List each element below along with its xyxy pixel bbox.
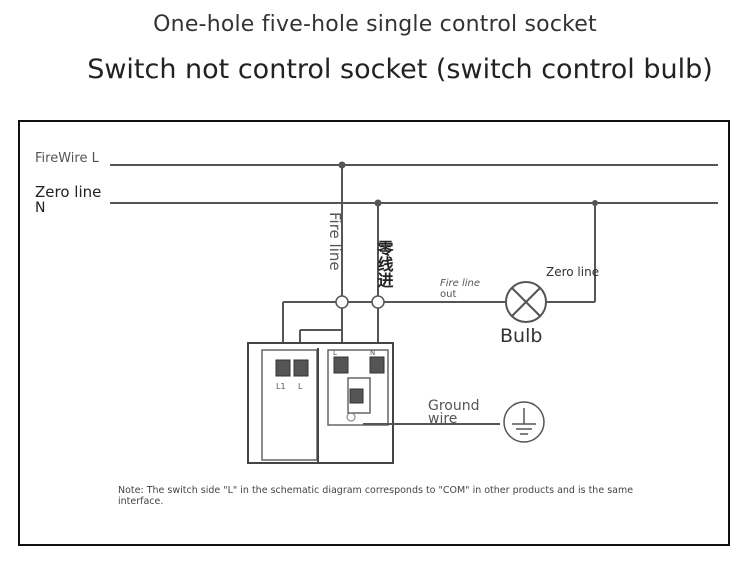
terminal-sock-l <box>333 356 349 374</box>
ground-sub-label: wire <box>428 411 457 427</box>
zero-line-bulb-label: Zero line <box>546 265 599 279</box>
fire-line-out-sub-label: out <box>440 289 456 300</box>
firewire-label: FireWire L <box>35 151 100 166</box>
zero-in-cn-label: 零线进 <box>375 240 395 288</box>
diagram-frame <box>18 120 730 546</box>
zero-line-label: Zero line <box>35 183 101 201</box>
terminal-l <box>293 359 309 377</box>
terminal-sock-l-label: L <box>333 349 337 357</box>
bulb-cross <box>511 287 541 317</box>
bulb-label: Bulb <box>500 325 542 347</box>
n-label: N <box>35 200 45 216</box>
note-text: Note: The switch side "L" in the schemat… <box>118 485 634 507</box>
terminal-ground <box>349 388 364 404</box>
diagram-subtitle: Switch not control socket (switch contro… <box>87 54 713 85</box>
fire-line-vertical-label: Fire line <box>326 212 344 271</box>
terminal-sock-n-label: N <box>370 349 375 357</box>
junction-dot <box>335 295 349 309</box>
ground-mark-icon <box>346 412 356 422</box>
terminal-l1 <box>275 359 291 377</box>
junction-dot <box>371 295 385 309</box>
diagram-title: One-hole five-hole single control socket <box>153 12 597 37</box>
fire-line-out-label: Fire line <box>440 278 480 289</box>
terminal-sock-n <box>369 356 385 374</box>
terminal-l-label: L <box>298 382 303 391</box>
terminal-l1-label: L1 <box>276 382 286 391</box>
ground-label: Ground <box>428 398 480 414</box>
